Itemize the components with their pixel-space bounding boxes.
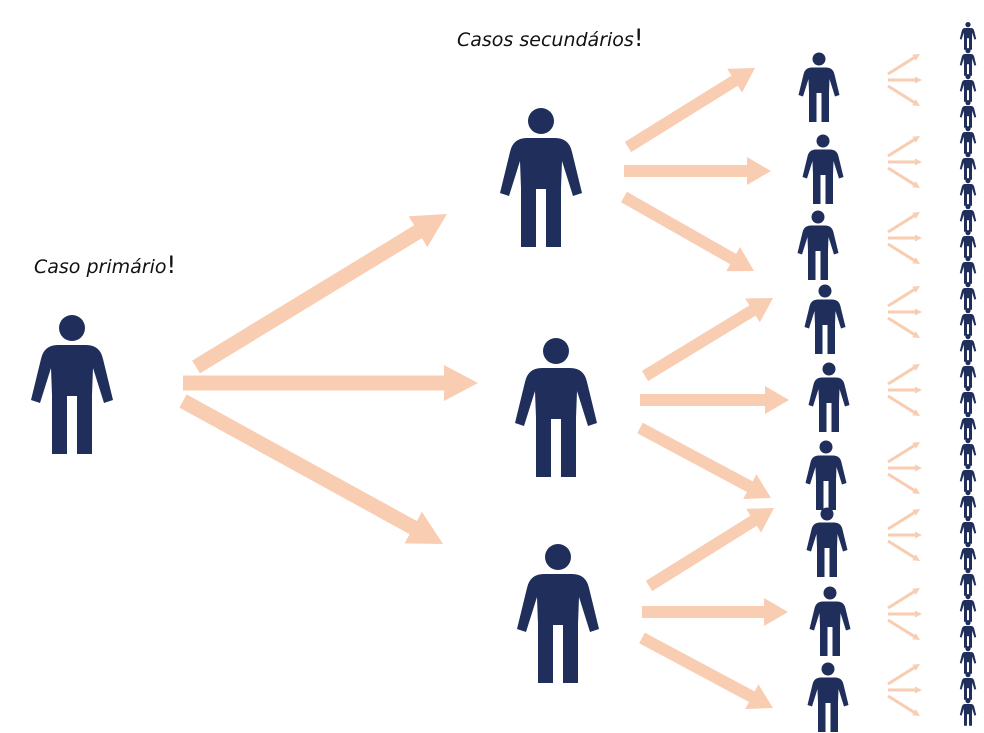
quaternary-case-person-icon-6 bbox=[959, 152, 977, 180]
quaternary-case-person-icon-21 bbox=[959, 542, 977, 570]
tertiary-to-quaternary-arrow-3-2 bbox=[888, 234, 922, 242]
tertiary-case-person-icon-8 bbox=[809, 586, 851, 656]
quaternary-case-person-icon-4 bbox=[959, 100, 977, 128]
primary-to-secondary-arrow-3 bbox=[179, 394, 443, 544]
tertiary-to-quaternary-arrow-5-2 bbox=[888, 386, 922, 394]
secondary-to-tertiary-arrow-1-1 bbox=[624, 68, 755, 153]
quaternary-case-person-icon-23 bbox=[959, 594, 977, 622]
tertiary-case-person-icon-3 bbox=[797, 210, 839, 280]
quaternary-case-person-icon-27 bbox=[959, 698, 977, 726]
primary-case-label: Caso primário! bbox=[34, 251, 176, 279]
quaternary-case-person-icon-10 bbox=[959, 256, 977, 284]
secondary-to-tertiary-arrow-2-3 bbox=[637, 422, 771, 499]
quaternary-case-person-icon-7 bbox=[959, 178, 977, 206]
secondary-cases-label: Casos secundários! bbox=[457, 24, 643, 52]
secondary-case-person-icon-2 bbox=[515, 338, 597, 477]
primary-case-person-icon bbox=[31, 315, 113, 454]
tertiary-to-quaternary-arrow-4-1 bbox=[887, 286, 920, 308]
tertiary-to-quaternary-arrow-9-3 bbox=[887, 694, 920, 716]
secondary-to-tertiary-arrow-2-1 bbox=[641, 298, 773, 382]
tertiary-to-quaternary-arrow-5-1 bbox=[887, 364, 920, 386]
quaternary-case-person-icon-12 bbox=[959, 308, 977, 336]
quaternary-case-person-icon-1 bbox=[959, 22, 977, 50]
secondary-to-tertiary-arrow-1-3 bbox=[621, 191, 754, 272]
tertiary-to-quaternary-arrow-9-1 bbox=[887, 664, 920, 686]
quaternary-case-person-icon-3 bbox=[959, 74, 977, 102]
tertiary-case-person-icon-9 bbox=[807, 662, 849, 732]
quaternary-case-person-icon-26 bbox=[959, 672, 977, 700]
quaternary-case-person-icon-24 bbox=[959, 620, 977, 648]
arrows-layer bbox=[179, 54, 922, 716]
tertiary-to-quaternary-arrow-7-1 bbox=[887, 509, 920, 531]
primary-case-label-text: Caso primário bbox=[34, 256, 167, 278]
quaternary-case-person-icon-15 bbox=[959, 386, 977, 414]
tertiary-to-quaternary-arrow-8-2 bbox=[888, 610, 922, 618]
secondary-to-tertiary-arrow-3-3 bbox=[639, 632, 773, 709]
primary-case-label-exclamation: ! bbox=[166, 251, 177, 279]
tertiary-to-quaternary-arrow-2-1 bbox=[887, 136, 920, 158]
tertiary-to-quaternary-arrow-8-1 bbox=[887, 588, 920, 610]
secondary-to-tertiary-arrow-3-1 bbox=[645, 508, 774, 592]
tertiary-case-person-icon-4 bbox=[804, 284, 846, 354]
tertiary-to-quaternary-arrow-3-1 bbox=[887, 212, 920, 234]
tertiary-to-quaternary-arrow-6-1 bbox=[887, 442, 920, 464]
tertiary-to-quaternary-arrow-6-3 bbox=[887, 472, 920, 494]
secondary-to-tertiary-arrow-1-2 bbox=[624, 157, 771, 185]
tertiary-to-quaternary-arrow-9-2 bbox=[888, 686, 922, 694]
quaternary-case-person-icon-14 bbox=[959, 360, 977, 388]
primary-to-secondary-arrow-1 bbox=[192, 214, 447, 374]
tertiary-case-person-icon-6 bbox=[805, 440, 847, 510]
tertiary-case-person-icon-5 bbox=[808, 362, 850, 432]
tertiary-to-quaternary-arrow-2-3 bbox=[887, 166, 920, 188]
quaternary-case-person-icon-17 bbox=[959, 438, 977, 466]
quaternary-case-person-icon-16 bbox=[959, 412, 977, 440]
tertiary-to-quaternary-arrow-8-3 bbox=[887, 618, 920, 640]
secondary-to-tertiary-arrow-2-2 bbox=[640, 386, 789, 414]
tertiary-to-quaternary-arrow-7-3 bbox=[887, 539, 920, 561]
quaternary-case-person-icon-22 bbox=[959, 568, 977, 596]
quaternary-case-person-icon-2 bbox=[959, 48, 977, 76]
tertiary-to-quaternary-arrow-1-1 bbox=[887, 54, 920, 76]
quaternary-case-person-icon-9 bbox=[959, 230, 977, 258]
quaternary-case-person-icon-20 bbox=[959, 516, 977, 544]
secondary-cases-label-text: Casos secundários bbox=[457, 29, 634, 51]
tertiary-case-person-icon-2 bbox=[802, 134, 844, 204]
tertiary-to-quaternary-arrow-7-2 bbox=[888, 531, 922, 539]
primary-to-secondary-arrow-2 bbox=[183, 365, 478, 401]
quaternary-case-person-icon-18 bbox=[959, 464, 977, 492]
secondary-to-tertiary-arrow-3-2 bbox=[642, 598, 788, 626]
tertiary-to-quaternary-arrow-4-3 bbox=[887, 316, 920, 338]
quaternary-case-person-icon-25 bbox=[959, 646, 977, 674]
tertiary-to-quaternary-arrow-1-2 bbox=[888, 76, 922, 84]
quaternary-case-person-icon-19 bbox=[959, 490, 977, 518]
secondary-cases-label-exclamation: ! bbox=[633, 24, 644, 52]
quaternary-case-person-icon-5 bbox=[959, 126, 977, 154]
tertiary-to-quaternary-arrow-4-2 bbox=[888, 308, 922, 316]
tertiary-to-quaternary-arrow-6-2 bbox=[888, 464, 922, 472]
quaternary-case-person-icon-13 bbox=[959, 334, 977, 362]
quaternary-case-person-icon-11 bbox=[959, 282, 977, 310]
tertiary-to-quaternary-arrow-1-3 bbox=[887, 84, 920, 106]
tertiary-to-quaternary-arrow-5-3 bbox=[887, 394, 920, 416]
secondary-case-person-icon-3 bbox=[517, 544, 599, 683]
people-layer bbox=[31, 22, 977, 732]
tertiary-to-quaternary-arrow-2-2 bbox=[888, 158, 922, 166]
tertiary-case-person-icon-1 bbox=[798, 52, 840, 122]
tertiary-to-quaternary-arrow-3-3 bbox=[887, 242, 920, 264]
secondary-case-person-icon-1 bbox=[500, 108, 582, 247]
tertiary-case-person-icon-7 bbox=[806, 507, 848, 577]
quaternary-case-person-icon-8 bbox=[959, 204, 977, 232]
